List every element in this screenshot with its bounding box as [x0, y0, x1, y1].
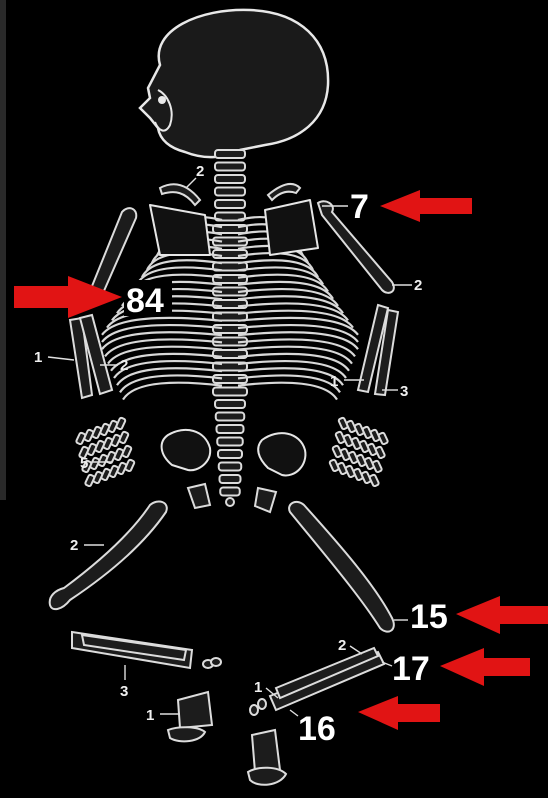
- label-leg-right-1: 1: [254, 679, 262, 696]
- callout-arm-number: 84: [126, 282, 164, 320]
- callout-femur: 15: [394, 596, 548, 636]
- arrow-shoulder: [380, 190, 472, 222]
- vertebra: [215, 175, 245, 183]
- vertebra: [218, 450, 242, 458]
- label-foot-left: 1: [146, 707, 154, 724]
- vertebra: [215, 188, 245, 196]
- vertebra: [220, 488, 240, 496]
- rib: [238, 383, 337, 400]
- label-leg-right-2: 2: [338, 637, 346, 654]
- edge-stripe: [0, 0, 6, 500]
- callout-shoulder-number: 7: [350, 188, 369, 226]
- callout-fibula: 16: [290, 696, 440, 748]
- feet: [168, 658, 286, 785]
- vertebra: [217, 425, 244, 433]
- label-forearm-right-1: 1: [330, 373, 338, 390]
- phalanx: [375, 446, 385, 459]
- label-forearm-left-1: 1: [34, 349, 42, 366]
- phalanx: [85, 474, 95, 487]
- arrow-fibula: [358, 696, 440, 730]
- phalanx: [372, 460, 382, 473]
- vertebra: [213, 250, 247, 258]
- vertebra: [220, 475, 241, 483]
- label-clavicle-count: 2: [196, 163, 204, 180]
- callout-fibula-number: 16: [298, 710, 336, 748]
- rib: [123, 383, 222, 400]
- vertebra: [213, 325, 247, 333]
- vertebra: [219, 463, 242, 471]
- arrow-femur: [456, 596, 548, 634]
- callout-tibia-number: 17: [392, 650, 430, 688]
- vertebra: [215, 150, 245, 158]
- arrow-tibia: [440, 648, 530, 686]
- vertebra: [215, 163, 245, 171]
- label-humerus-right: 2: [414, 277, 422, 294]
- phalanx: [378, 432, 388, 445]
- callout-femur-number: 15: [410, 598, 448, 636]
- skull: [140, 10, 328, 157]
- vertebra: [217, 438, 243, 446]
- label-leg-left: 3: [120, 683, 128, 700]
- phalanx: [76, 432, 86, 445]
- femurs: [50, 501, 394, 631]
- phalanx: [369, 474, 379, 487]
- callout-tibia: 17: [382, 648, 530, 688]
- label-femur-left: 2: [70, 537, 78, 554]
- callout-shoulder: 7: [322, 188, 472, 226]
- vertebra: [215, 200, 245, 208]
- vertebra: [216, 413, 245, 421]
- vertebra: [213, 388, 247, 396]
- vertebral-column: [213, 150, 247, 496]
- label-forearm-left-2: 2: [120, 357, 128, 374]
- label-hand-left: 5: [80, 455, 88, 472]
- label-forearm-right-3: 3: [400, 383, 408, 400]
- vertebra: [215, 400, 245, 408]
